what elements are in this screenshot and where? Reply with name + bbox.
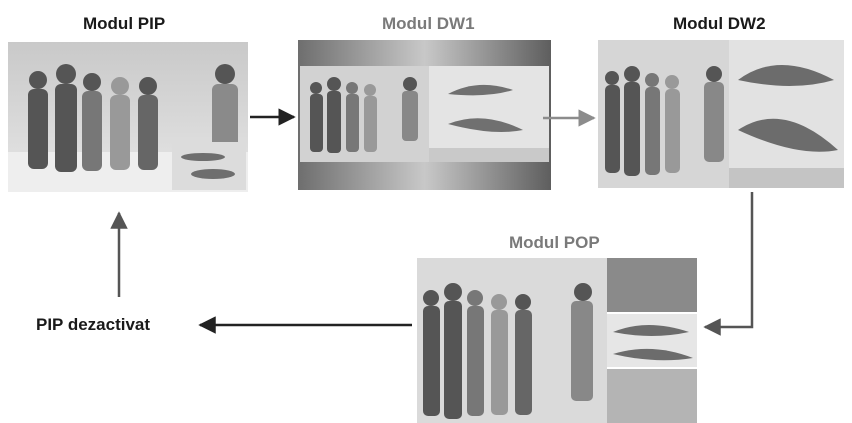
pip-screen-image [8,42,248,192]
dw1-screen-image [298,40,551,190]
dw2-screen-image [598,40,844,188]
label-dw1-mode: Modul DW1 [382,14,475,33]
pop-screen-image [417,258,697,423]
label-dw2-mode: Modul DW2 [673,14,766,33]
arrow-dw2-to-pop [703,192,754,336]
label-pip-mode: Modul PIP [83,14,166,33]
label-pip-off: PIP dezactivat [36,315,151,334]
label-pop-mode: Modul POP [509,233,600,252]
